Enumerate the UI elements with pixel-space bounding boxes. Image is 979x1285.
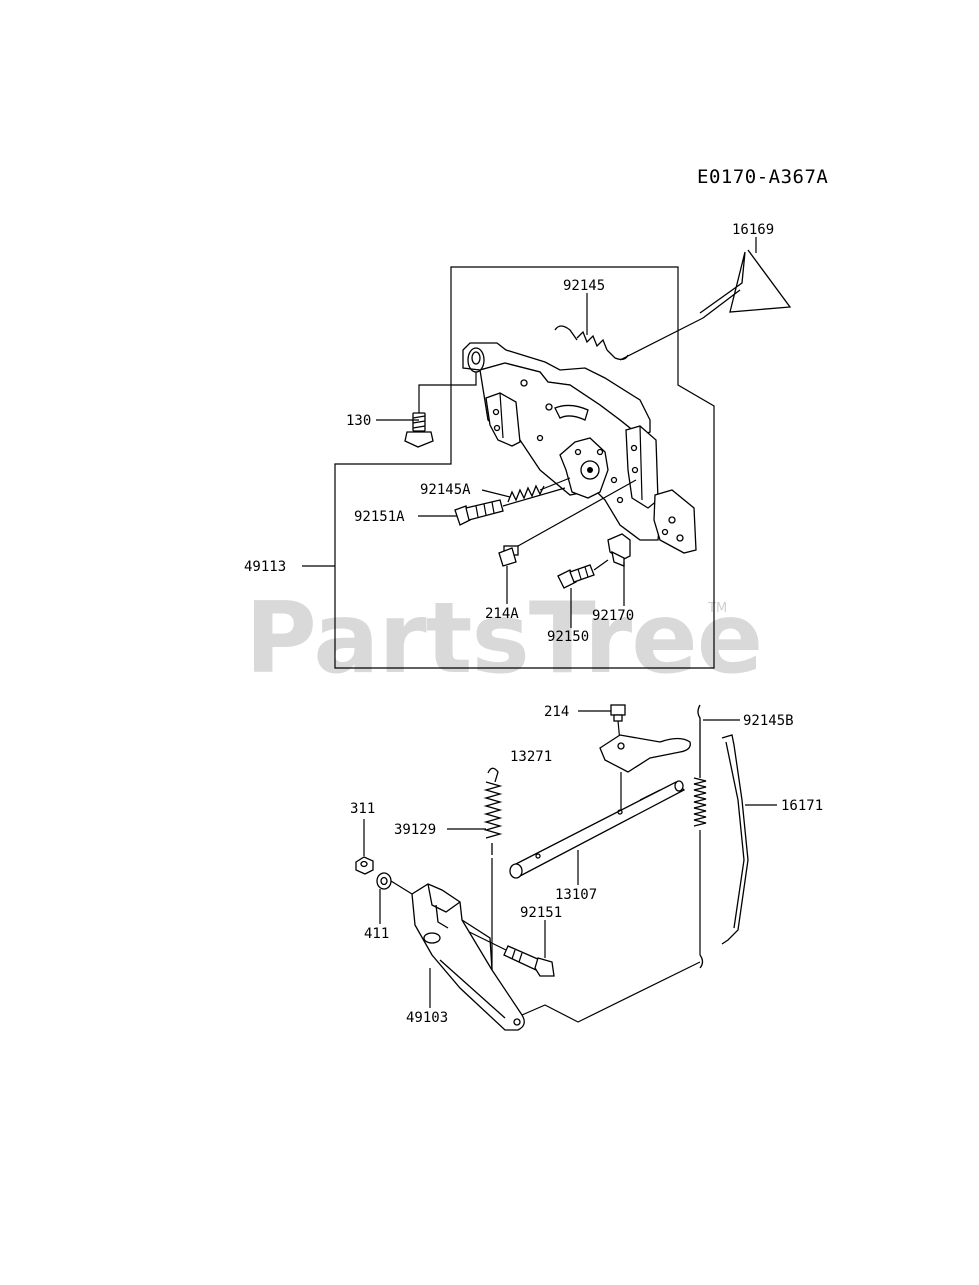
part-number-label: 311 — [350, 801, 375, 817]
clamp-icon[interactable] — [607, 533, 631, 567]
part-number-label: 92170 — [592, 608, 634, 624]
part-number-label: 130 — [346, 413, 371, 429]
lever-spring-linkage — [521, 961, 701, 1023]
screw-214A-link — [517, 479, 637, 547]
part-number-label: 92145A — [420, 482, 471, 498]
bolt-92150-link — [593, 559, 609, 571]
leader-130-to-hole — [418, 372, 477, 413]
part-number-label: 92151A — [354, 509, 405, 525]
control-plate-assembly-icon[interactable] — [462, 342, 697, 554]
rod-icon[interactable] — [721, 734, 749, 945]
bolt-icon[interactable] — [454, 499, 504, 526]
watermark-text: PartsTree — [245, 582, 762, 696]
nut-icon[interactable] — [355, 856, 374, 875]
lever-icon[interactable] — [411, 883, 525, 1031]
assembly-group-outline — [334, 266, 715, 669]
bolt-92151A-link — [502, 487, 566, 507]
bolt-icon[interactable] — [503, 945, 555, 977]
part-number-label: 411 — [364, 926, 389, 942]
diagram-code: E0170-A367A — [697, 166, 828, 188]
bolt-icon[interactable] — [404, 412, 434, 448]
part-number-label: 49103 — [406, 1010, 448, 1026]
part-number-label: 92151 — [520, 905, 562, 921]
hook-linkage-line — [619, 317, 704, 361]
part-number-label: 214 — [544, 704, 569, 720]
washer-icon[interactable] — [376, 872, 392, 890]
screw-icon[interactable] — [498, 545, 519, 567]
part-number-label: 92145 — [563, 278, 605, 294]
spring-92145A-link — [539, 477, 571, 491]
watermark-trademark: TM — [707, 601, 727, 616]
part-number-label: 16169 — [732, 222, 774, 238]
leader-92145A — [481, 489, 511, 498]
part-number-label: 13107 — [555, 887, 597, 903]
spring-icon[interactable] — [507, 484, 545, 503]
spring-icon[interactable] — [483, 767, 503, 855]
part-number-label: 92150 — [547, 629, 589, 645]
spring-icon[interactable] — [693, 704, 707, 969]
part-number-label: 13271 — [510, 749, 552, 765]
part-number-label: 92145B — [743, 713, 794, 729]
part-number-label: 49113 — [244, 559, 286, 575]
part-number-label: 39129 — [394, 822, 436, 838]
part-number-label: 16171 — [781, 798, 823, 814]
screw-icon[interactable] — [610, 704, 626, 722]
bolt-icon[interactable] — [557, 564, 595, 589]
spring-icon[interactable] — [554, 325, 629, 361]
washer-411-link — [390, 880, 413, 895]
shaft-icon[interactable] — [509, 780, 686, 879]
part-number-label: 214A — [485, 606, 519, 622]
plate-icon[interactable] — [599, 734, 691, 773]
wire-hook-icon[interactable] — [699, 249, 792, 319]
